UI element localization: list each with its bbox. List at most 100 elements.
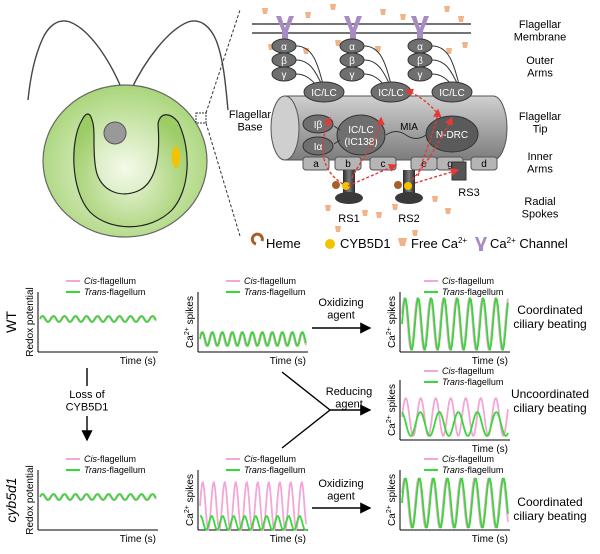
legend-cis: Cis-flagellum	[442, 366, 494, 376]
calcium-channels	[276, 16, 429, 43]
ca-channel-icon	[344, 16, 362, 43]
free-ca-particle	[330, 4, 336, 10]
spoke-markers	[332, 181, 412, 190]
plot-panel: Time (s)Ca2+ spikesCis-flagellumTrans-fl…	[184, 276, 308, 367]
legend-cis: Cis-flagellum	[244, 276, 296, 286]
legend-ca-channel: Ca2+ Channel	[490, 236, 568, 251]
legend-free-ca: Free Ca2+	[411, 236, 467, 251]
x-axis-label: Time (s)	[472, 444, 508, 455]
legend-trans: Trans-flagellum	[442, 465, 503, 475]
cyb5d1-legend-icon	[325, 239, 335, 249]
cyb5d1-marker	[404, 182, 412, 190]
free-ca-particle	[335, 226, 341, 232]
inner-arm-letter: b	[345, 159, 351, 170]
x-axis-label: Time (s)	[270, 534, 306, 545]
outer-arm-greek: β	[281, 56, 287, 67]
rs2-label: RS2	[398, 213, 419, 225]
row-label-wt: WT	[3, 311, 19, 333]
free-calcium-particles	[262, 4, 468, 236]
inner-complex: Iβ Iα IC/LC (IC138) MIA N-DRC	[302, 114, 479, 156]
legend-trans: Trans-flagellum	[84, 287, 145, 297]
outer-arm-greek: β	[417, 56, 423, 67]
radial-spokes: RS1 RS2 RS3	[335, 161, 480, 225]
free-ca-particle	[458, 16, 464, 22]
plot-panel: Time (s) Redox potential Cis-flagellumTran…	[25, 454, 158, 545]
signal-arrows	[322, 88, 460, 187]
outer-arm-greek: β	[349, 56, 355, 67]
outer-arm-greek: γ	[350, 70, 355, 81]
cyb5d1-marker	[342, 182, 350, 190]
legend-cis: Cis-flagellum	[84, 276, 136, 286]
outer-arm-greek: α	[281, 42, 287, 53]
inner-arm-box	[302, 156, 330, 171]
y-axis-label: Ca2+ spikes	[184, 474, 196, 526]
y-axis-label: Redox potential	[25, 287, 36, 357]
inner-arm-box	[470, 156, 498, 171]
top-legend: Heme CYB5D1 Free Ca2+ Ca2+ Channel	[250, 232, 568, 251]
legend-trans: Trans-flagellum	[244, 287, 305, 297]
outer-arm-greek: α	[349, 42, 355, 53]
x-axis-label: Time (s)	[120, 534, 156, 545]
legend-cis: Cis-flagellum	[84, 454, 136, 464]
free-ca-particle	[335, 40, 341, 46]
plot-panel: Time (s)Ca2+ spikesCis-flagellumTrans-fl…	[386, 454, 510, 545]
inner-arm-letter: e	[421, 159, 427, 170]
outer-arm-greek: γ	[418, 70, 423, 81]
free-ca-particle	[376, 212, 382, 218]
legend-cyb5d1: CYB5D1	[340, 236, 391, 251]
iclc-ic138-oval	[336, 114, 386, 156]
free-ca-particle	[446, 48, 452, 54]
legend-trans: Trans-flagellum	[442, 377, 503, 387]
legend-trans: Trans-flagellum	[244, 465, 305, 475]
plot-panel: Time (s) Ca2+ spikes Cis-flagellumTrans-fl…	[184, 454, 308, 545]
heme-marker	[332, 181, 340, 189]
x-axis-label: Time (s)	[472, 534, 508, 545]
iclc-oval	[431, 81, 473, 103]
free-ca-particle	[412, 230, 418, 236]
legend-cis: Cis-flagellum	[244, 454, 296, 464]
middle-arrows	[281, 322, 372, 514]
free-ca-particle	[400, 14, 406, 20]
y-axis-label: Redox potential	[25, 465, 36, 535]
outer-arm-greek: α	[417, 42, 423, 53]
free-ca-particle	[462, 42, 468, 48]
free-ca-particle	[375, 46, 381, 52]
mia-label: MIA	[400, 122, 418, 133]
row-label-cyb5d1: cyb5d1	[3, 477, 19, 522]
inner-arm-letter: a	[313, 159, 319, 170]
iclc-label: IC/LC	[311, 88, 337, 99]
ndrc-label: N-DRC	[436, 130, 468, 141]
iclc-label: IC/LC	[439, 88, 465, 99]
legend-trans: Trans-flagellum	[442, 287, 503, 297]
inner-arm-letter: c	[381, 159, 386, 170]
iclc-label: IC/LC	[378, 88, 404, 99]
legend-trans: Trans-flagellum	[84, 465, 145, 475]
x-axis-label: Time (s)	[472, 356, 508, 367]
outer-arm-greek: γ	[282, 70, 287, 81]
y-axis-label: Ca2+ spikes	[386, 384, 398, 436]
i-alpha-oval	[302, 136, 334, 156]
rs1-label: RS1	[338, 213, 359, 225]
ic-lc-complexes: IC/LC IC/LC IC/LC	[303, 81, 473, 103]
y-axis-label: Ca2+ spikes	[386, 296, 398, 348]
legend-cis: Cis-flagellum	[442, 454, 494, 464]
iclc-ic138-sub: (IC138)	[344, 137, 377, 148]
free-ca-particle	[432, 196, 438, 202]
plot-panel: Time (s) Ca2+ spikes Cis-flagellumTrans-fl…	[386, 366, 510, 455]
chlamydomonas-cell	[27, 9, 241, 238]
